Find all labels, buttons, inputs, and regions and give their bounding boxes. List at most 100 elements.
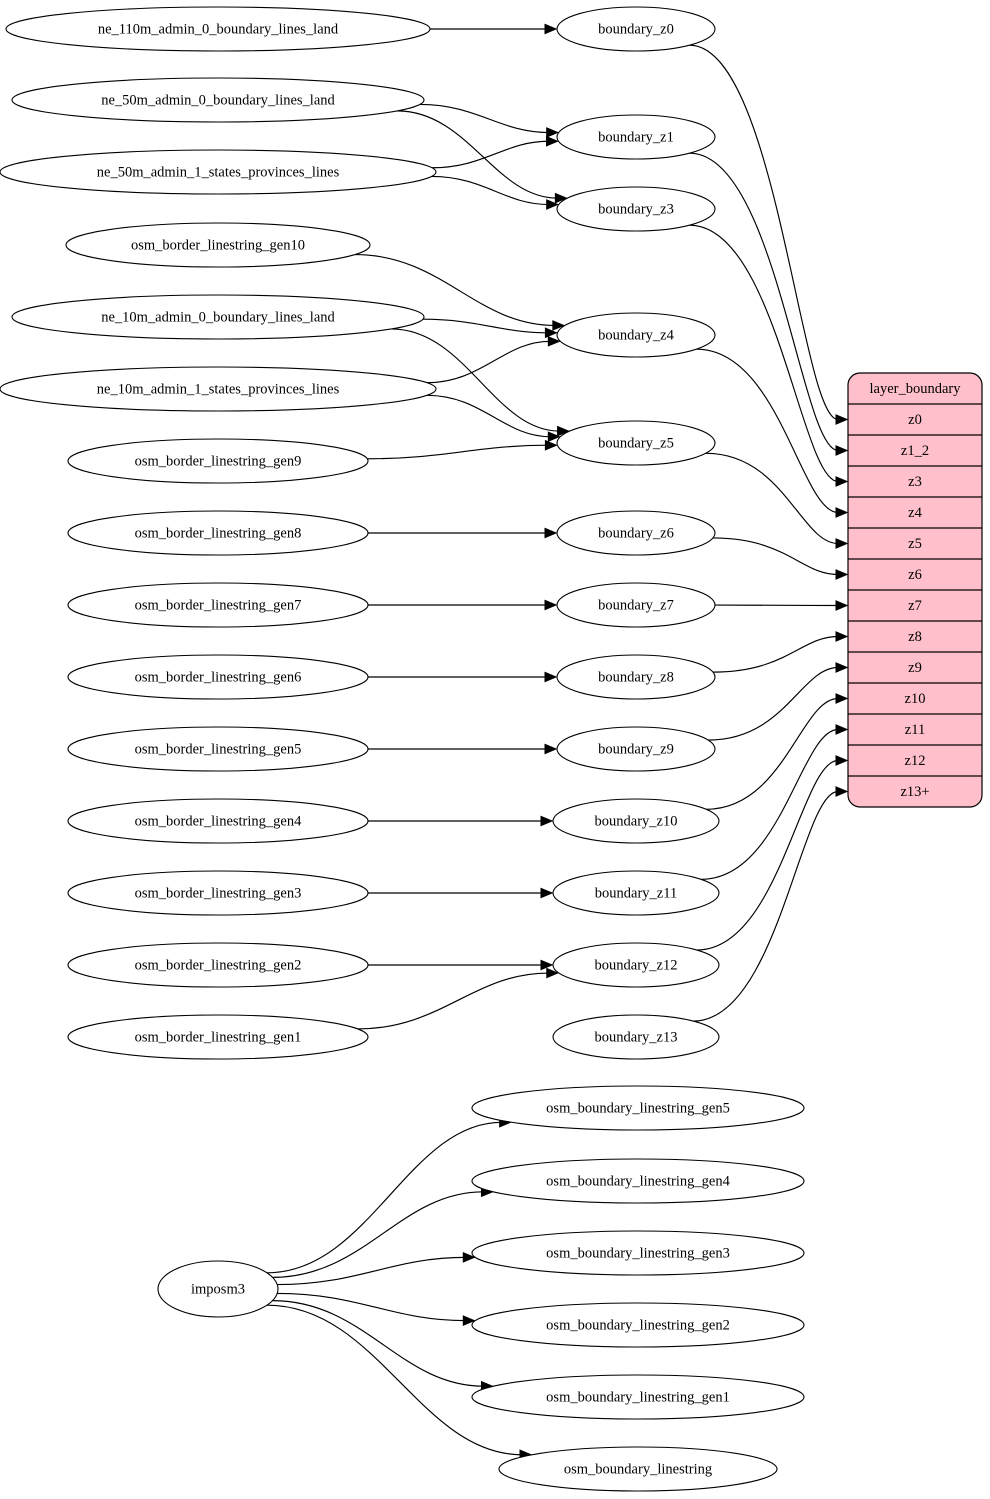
source-node-osm_border_linestring_gen6[interactable]: osm_border_linestring_gen6 (67, 654, 369, 700)
source-node-ne_10m_admin_0_boundary_lines_land[interactable]: ne_10m_admin_0_boundary_lines_land (11, 294, 425, 340)
boundary-node-boundary_z5-label: boundary_z5 (598, 435, 674, 451)
boundary-node-boundary_z1[interactable]: boundary_z1 (556, 114, 716, 160)
boundary-node-boundary_z7[interactable]: boundary_z7 (556, 582, 716, 628)
table-row-z4[interactable]: z4 (908, 505, 922, 521)
target-node-osm_boundary_linestring_gen4[interactable]: osm_boundary_linestring_gen4 (471, 1158, 805, 1204)
edge-arrowhead (835, 414, 849, 425)
edge-boundary_z4-to-layer_boundary.z4 (696, 348, 839, 514)
source-node-osm_border_linestring_gen9[interactable]: osm_border_linestring_gen9 (67, 438, 369, 484)
boundary-node-boundary_z5-shape[interactable] (556, 420, 716, 466)
table-row-z0[interactable]: z0 (908, 412, 922, 428)
source-node-osm_border_linestring_gen10[interactable]: osm_border_linestring_gen10 (65, 222, 371, 268)
edge-arrowhead (544, 743, 558, 755)
root-node-imposm3[interactable]: imposm3 (157, 1260, 279, 1318)
table-row-z9[interactable]: z9 (908, 660, 922, 676)
target-node-osm_boundary_linestring_gen1-shape[interactable] (471, 1374, 805, 1420)
edge-boundary_z1-to-layer_boundary.z1_2 (689, 152, 839, 452)
boundary-node-boundary_z4-shape[interactable] (556, 312, 716, 358)
source-node-osm_border_linestring_gen2-shape[interactable] (67, 942, 369, 988)
source-node-osm_border_linestring_gen5-label: osm_border_linestring_gen5 (135, 741, 302, 757)
boundary-node-boundary_z0-shape[interactable] (556, 6, 716, 52)
boundary-node-boundary_z13-shape[interactable] (552, 1014, 720, 1060)
source-node-ne_10m_admin_0_boundary_lines_land-shape[interactable] (11, 294, 425, 340)
boundary-node-boundary_z9-shape[interactable] (556, 726, 716, 772)
root-node-imposm3-shape[interactable] (157, 1260, 279, 1318)
source-node-osm_border_linestring_gen4-shape[interactable] (67, 798, 369, 844)
source-node-osm_border_linestring_gen5-shape[interactable] (67, 726, 369, 772)
table-row-z8[interactable]: z8 (908, 629, 922, 645)
source-node-osm_border_linestring_gen5[interactable]: osm_border_linestring_gen5 (67, 726, 369, 772)
target-node-osm_boundary_linestring_gen2[interactable]: osm_boundary_linestring_gen2 (471, 1302, 805, 1348)
edge-arrowhead (835, 445, 849, 456)
boundary-node-boundary_z11-shape[interactable] (552, 870, 720, 916)
table-row-z1_2[interactable]: z1_2 (901, 443, 929, 459)
table-row-z5[interactable]: z5 (908, 536, 922, 552)
source-node-osm_border_linestring_gen2[interactable]: osm_border_linestring_gen2 (67, 942, 369, 988)
boundary-node-boundary_z12[interactable]: boundary_z12 (552, 942, 720, 988)
boundary-node-boundary_z12-shape[interactable] (552, 942, 720, 988)
target-node-osm_boundary_linestring_gen1[interactable]: osm_boundary_linestring_gen1 (471, 1374, 805, 1420)
table-row-z6[interactable]: z6 (908, 567, 922, 583)
source-node-osm_border_linestring_gen8[interactable]: osm_border_linestring_gen8 (67, 510, 369, 556)
source-node-osm_border_linestring_gen9-shape[interactable] (67, 438, 369, 484)
table-row-z11[interactable]: z11 (905, 722, 925, 738)
boundary-node-boundary_z13[interactable]: boundary_z13 (552, 1014, 720, 1060)
source-node-osm_border_linestring_gen6-shape[interactable] (67, 654, 369, 700)
source-node-ne_110m_admin_0_boundary_lines_land[interactable]: ne_110m_admin_0_boundary_lines_land (5, 6, 431, 52)
target-node-osm_boundary_linestring-shape[interactable] (498, 1446, 778, 1492)
boundary-node-boundary_z8[interactable]: boundary_z8 (556, 654, 716, 700)
boundary-node-boundary_z10-shape[interactable] (552, 798, 720, 844)
edge-arrowhead (544, 527, 558, 539)
edge-boundary_z8-to-layer_boundary.z8 (713, 635, 839, 673)
boundary-node-boundary_z5[interactable]: boundary_z5 (556, 420, 716, 466)
table-row-z10[interactable]: z10 (905, 691, 926, 707)
boundary-node-boundary_z6-shape[interactable] (556, 510, 716, 556)
boundary-node-boundary_z11[interactable]: boundary_z11 (552, 870, 720, 916)
source-node-ne_50m_admin_1_states_provinces_lines-shape[interactable] (0, 149, 437, 195)
source-node-osm_border_linestring_gen1[interactable]: osm_border_linestring_gen1 (67, 1014, 369, 1060)
source-node-ne_110m_admin_0_boundary_lines_land-shape[interactable] (5, 6, 431, 52)
table-row-z12[interactable]: z12 (905, 753, 926, 769)
boundary-node-boundary_z3[interactable]: boundary_z3 (556, 186, 716, 232)
source-node-osm_border_linestring_gen4[interactable]: osm_border_linestring_gen4 (67, 798, 369, 844)
source-node-ne_10m_admin_1_states_provinces_lines[interactable]: ne_10m_admin_1_states_provinces_lines (0, 366, 437, 412)
boundary-node-boundary_z4[interactable]: boundary_z4 (556, 312, 716, 358)
boundary-node-boundary_z10[interactable]: boundary_z10 (552, 798, 720, 844)
source-node-osm_border_linestring_gen1-shape[interactable] (67, 1014, 369, 1060)
boundary-node-boundary_z3-shape[interactable] (556, 186, 716, 232)
source-node-osm_border_linestring_gen3-shape[interactable] (67, 870, 369, 916)
boundary-node-boundary_z7-label: boundary_z7 (598, 597, 674, 613)
source-node-osm_border_linestring_gen7[interactable]: osm_border_linestring_gen7 (67, 582, 369, 628)
source-node-osm_border_linestring_gen8-shape[interactable] (67, 510, 369, 556)
edge-ne_50m_admin_0_boundary_lines_land-to-boundary_z3 (397, 110, 558, 199)
target-node-osm_boundary_linestring_gen4-shape[interactable] (471, 1158, 805, 1204)
source-node-ne_50m_admin_1_states_provinces_lines[interactable]: ne_50m_admin_1_states_provinces_lines (0, 149, 437, 195)
edge-imposm3-to-osm_boundary_linestring (267, 1304, 523, 1456)
source-node-ne_10m_admin_1_states_provinces_lines-shape[interactable] (0, 366, 437, 412)
boundary-node-boundary_z9[interactable]: boundary_z9 (556, 726, 716, 772)
source-node-ne_50m_admin_0_boundary_lines_land[interactable]: ne_50m_admin_0_boundary_lines_land (11, 77, 425, 123)
table-row-z13+[interactable]: z13+ (900, 784, 929, 800)
edge-arrowhead (835, 662, 849, 673)
target-node-osm_boundary_linestring_gen5-shape[interactable] (471, 1085, 805, 1131)
source-node-osm_border_linestring_gen10-shape[interactable] (65, 222, 371, 268)
source-node-ne_50m_admin_0_boundary_lines_land-shape[interactable] (11, 77, 425, 123)
boundary-node-boundary_z6[interactable]: boundary_z6 (556, 510, 716, 556)
target-node-osm_boundary_linestring_gen3[interactable]: osm_boundary_linestring_gen3 (471, 1230, 805, 1276)
target-node-osm_boundary_linestring_gen5[interactable]: osm_boundary_linestring_gen5 (471, 1085, 805, 1131)
layer-boundary-table[interactable]: layer_boundaryz0z1_2z3z4z5z6z7z8z9z10z11… (847, 372, 983, 808)
source-node-osm_border_linestring_gen7-shape[interactable] (67, 582, 369, 628)
table-row-z7[interactable]: z7 (908, 598, 922, 614)
boundary-node-boundary_z9-label: boundary_z9 (598, 741, 674, 757)
boundary-node-boundary_z8-shape[interactable] (556, 654, 716, 700)
target-node-osm_boundary_linestring_gen3-shape[interactable] (471, 1230, 805, 1276)
edge-arrowhead (462, 1315, 476, 1326)
boundary-node-boundary_z0[interactable]: boundary_z0 (556, 6, 716, 52)
boundary-node-boundary_z1-shape[interactable] (556, 114, 716, 160)
target-node-osm_boundary_linestring_gen2-shape[interactable] (471, 1302, 805, 1348)
table-row-z3[interactable]: z3 (908, 474, 922, 490)
target-node-osm_boundary_linestring[interactable]: osm_boundary_linestring (498, 1446, 778, 1492)
boundary-node-boundary_z7-shape[interactable] (556, 582, 716, 628)
source-node-osm_border_linestring_gen3[interactable]: osm_border_linestring_gen3 (67, 870, 369, 916)
